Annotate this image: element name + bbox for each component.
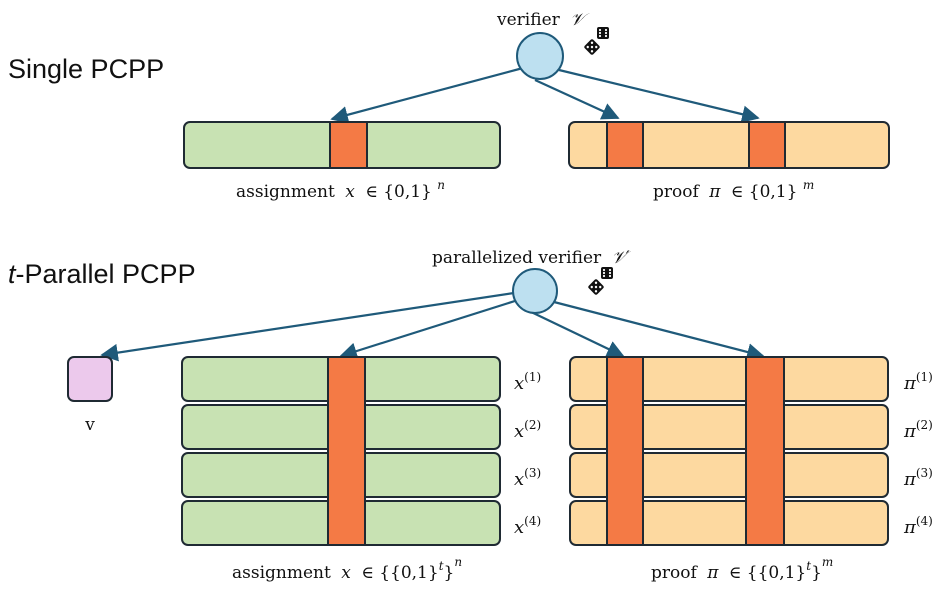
dice-icon bbox=[584, 27, 609, 55]
pi-label-var: π bbox=[903, 373, 917, 394]
pi-label-var: π bbox=[903, 469, 917, 490]
x-label-sup: (1) bbox=[524, 370, 541, 384]
pi-label-var: π bbox=[903, 517, 917, 538]
parallel-title-rest: -Parallel PCPP bbox=[16, 259, 196, 289]
parallel-pcpp-title: t-Parallel PCPP bbox=[8, 259, 196, 289]
parallel-assignment-inner-exp: t bbox=[439, 559, 444, 573]
parallel-x-label: x(1) bbox=[514, 370, 541, 394]
single-verifier-label: verifier 𝒱 bbox=[496, 10, 590, 30]
parallel-pi-label: π(2) bbox=[903, 418, 933, 442]
parallel-proof-close: } bbox=[811, 563, 822, 583]
single-assignment-exp: n bbox=[437, 178, 445, 192]
single-assignment-caption: assignment x ∈ {0,1} n bbox=[236, 178, 445, 202]
parallel-assignment-stack bbox=[181, 356, 501, 546]
parallel-assignment-exp: n bbox=[454, 555, 462, 569]
pi-label-sup: (1) bbox=[916, 370, 933, 384]
parallel-pi-label: π(1) bbox=[903, 370, 933, 394]
x-label-var: x bbox=[514, 469, 524, 490]
parallel-proof-set: ∈ {{0,1} bbox=[729, 563, 806, 583]
parallel-assignment-set: ∈ {{0,1} bbox=[361, 563, 438, 583]
parallel-verifier-symbol: 𝒱′ bbox=[612, 248, 632, 268]
single-proof-exp: m bbox=[803, 178, 814, 192]
single-edge-to-proof-query-1 bbox=[534, 78, 620, 120]
x-label-var: x bbox=[514, 517, 524, 538]
single-assignment-word: assignment bbox=[236, 182, 335, 202]
parallel-assignment-query bbox=[327, 356, 366, 546]
single-pcpp-title: Single PCPP bbox=[8, 54, 164, 84]
parallel-verifier-word: parallelized verifier bbox=[432, 248, 602, 268]
single-proof-word: proof bbox=[653, 182, 700, 202]
parallel-proof-word: proof bbox=[651, 563, 698, 583]
dice-icon bbox=[588, 267, 613, 295]
single-assignment-set: ∈ {0,1} bbox=[365, 182, 432, 202]
parallel-small-box bbox=[67, 356, 113, 402]
parallel-proof-caption: proof π ∈ {{0,1}t}m bbox=[651, 555, 833, 583]
parallel-pi-label: π(4) bbox=[903, 514, 933, 538]
x-label-sup: (2) bbox=[524, 418, 541, 432]
single-verifier-symbol: 𝒱 bbox=[570, 10, 590, 30]
parallel-title-var: t bbox=[8, 259, 17, 289]
single-verifier-word: verifier bbox=[496, 10, 561, 30]
parallel-x-label: x(2) bbox=[514, 418, 541, 442]
parallel-assignment-var: x bbox=[341, 563, 351, 583]
parallel-proof-row bbox=[569, 500, 889, 546]
parallel-assignment-caption: assignment x ∈ {{0,1}t}n bbox=[232, 555, 462, 583]
parallel-small-box-label: v bbox=[84, 415, 95, 435]
single-proof-query-1 bbox=[606, 121, 644, 169]
parallel-edge-to-proof-query-2 bbox=[553, 300, 765, 361]
parallel-proof-stack bbox=[569, 356, 889, 546]
x-label-var: x bbox=[514, 421, 524, 442]
parallel-proof-row bbox=[569, 356, 889, 402]
single-assignment-var: x bbox=[345, 182, 355, 202]
single-proof-set: ∈ {0,1} bbox=[731, 182, 798, 202]
single-assignment-query bbox=[329, 121, 368, 169]
parallel-edge-to-assignment bbox=[339, 298, 519, 360]
parallel-assignment-close: } bbox=[444, 563, 455, 583]
x-label-sup: (4) bbox=[524, 514, 541, 528]
x-label-var: x bbox=[514, 373, 524, 394]
parallel-proof-exp: m bbox=[822, 555, 833, 569]
parallel-edge-to-v bbox=[100, 291, 515, 362]
parallel-proof-row bbox=[569, 452, 889, 498]
parallel-proof-query-2 bbox=[745, 356, 785, 546]
parallel-verifier-node bbox=[512, 268, 558, 314]
parallel-verifier-label: parallelized verifier 𝒱′ bbox=[432, 248, 632, 268]
pi-label-var: π bbox=[903, 421, 917, 442]
pi-label-sup: (4) bbox=[916, 514, 933, 528]
parallel-x-label: x(3) bbox=[514, 466, 541, 490]
single-verifier-node bbox=[516, 32, 564, 80]
single-proof-caption: proof π ∈ {0,1} m bbox=[653, 178, 814, 202]
parallel-proof-var: π bbox=[706, 563, 719, 583]
pi-label-sup: (2) bbox=[916, 418, 933, 432]
parallel-proof-inner-exp: t bbox=[806, 559, 811, 573]
single-edge-to-proof-query-2 bbox=[558, 68, 760, 123]
single-proof-bar bbox=[568, 121, 890, 169]
parallel-proof-query-1 bbox=[606, 356, 644, 546]
single-proof-var: π bbox=[708, 182, 721, 202]
pi-label-sup: (3) bbox=[916, 466, 933, 480]
single-edge-to-assignment bbox=[330, 66, 524, 124]
parallel-edge-to-proof-query-1 bbox=[526, 309, 625, 358]
single-proof-query-2 bbox=[748, 121, 786, 169]
parallel-proof-row bbox=[569, 404, 889, 450]
parallel-pi-label: π(3) bbox=[903, 466, 933, 490]
x-label-sup: (3) bbox=[524, 466, 541, 480]
parallel-assignment-word: assignment bbox=[232, 563, 331, 583]
parallel-x-label: x(4) bbox=[514, 514, 541, 538]
